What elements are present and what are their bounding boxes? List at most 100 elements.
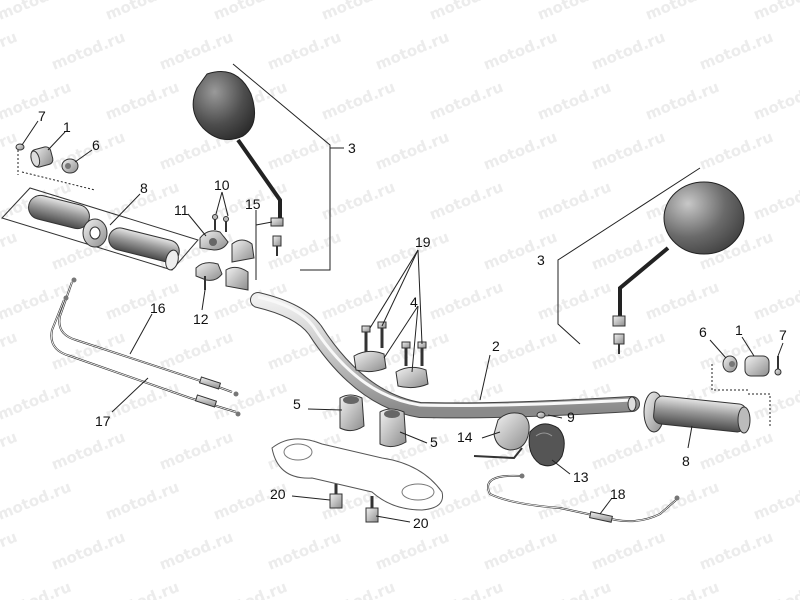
clamp-block-left-upper [231,239,255,263]
screw-9 [536,411,546,419]
screw-7-left [15,143,25,151]
callout-5-bottom: 5 [430,434,438,450]
callout-8-left: 8 [140,180,148,196]
callout-20-bottom: 20 [413,515,429,531]
watermark-text: motod.ru [0,28,20,74]
leader-lines [21,120,784,523]
callout-13: 13 [573,469,589,485]
watermark-text: motod.ru [373,128,452,174]
watermark-text: motod.ru [751,78,800,124]
watermark-text: motod.ru [373,228,452,274]
watermark-text: motod.ru [589,228,668,274]
watermark-text: motod.ru [643,78,722,124]
watermark-text: motod.ru [481,228,560,274]
watermark-text: motod.ru [265,28,344,74]
callout-1-right: 1 [735,322,743,338]
callout-12: 12 [193,311,209,327]
watermark-text: motod.ru [49,128,128,174]
bar-end-weight-1-right [744,355,770,377]
watermark-text: motod.ru [103,78,182,124]
watermark-text: motod.ru [427,78,506,124]
spacer-6-right [722,355,738,373]
watermark-text: motod.ru [49,28,128,74]
watermark-text: motod.ru [49,428,128,474]
watermark-text: motod.ru [535,278,614,324]
mirror-3-left [192,71,282,218]
callout-3-left: 3 [348,140,356,156]
clamp-block-left-lower [225,266,249,291]
risers-5 [339,394,407,448]
watermark-text: motod.ru [427,278,506,324]
watermark-text: motod.ru [103,278,182,324]
callout-7-left: 7 [38,108,46,124]
watermark-text: motod.ru [103,478,182,524]
callout-1-left: 1 [63,119,71,135]
screws-10 [212,214,229,232]
callout-8-right: 8 [682,453,690,469]
spacer-6-left [61,158,79,174]
watermark-text: motod.ru [319,0,398,24]
callout-3-right: 3 [537,252,545,268]
grip-8-left [1,187,199,271]
mirror-3-right [612,181,745,354]
callout-11: 11 [174,202,189,218]
watermark-text: motod.ru [697,528,776,574]
watermark-text: motod.ru [211,0,290,24]
watermark-text: motod.ru [0,328,20,374]
watermark-text: motod.ru [589,528,668,574]
watermark-text: motod.ru [427,178,506,224]
watermark-text: motod.ru [373,528,452,574]
callout-15: 15 [245,196,261,212]
callout-7-right: 7 [779,327,787,343]
watermark-text: motod.ru [535,578,614,600]
callout-6-right: 6 [699,324,707,340]
watermark-text: motod.ru [265,528,344,574]
watermark-text: motod.ru [643,278,722,324]
watermark-text: motod.ru [157,28,236,74]
watermark-text: motod.ru [751,378,800,424]
top-yoke [271,438,444,511]
callout-labels: 7 1 6 8 10 11 15 12 3 16 17 19 4 2 5 5 9… [38,108,787,531]
watermark-text: motod.ru [49,328,128,374]
callout-10: 10 [214,177,230,193]
callout-9: 9 [567,409,575,425]
watermark-text: motod.ru [157,428,236,474]
watermark-text: motod.ru [265,128,344,174]
watermark-text: motod.ru [589,428,668,474]
watermark-text: motod.ru [0,78,74,124]
watermark-text: motod.ru [751,578,800,600]
watermark-text: motod.ru [589,328,668,374]
watermark-text: motod.ru [643,0,722,24]
watermark-text: motod.ru [0,128,20,174]
watermark-text: motod.ru [49,528,128,574]
screw-7-right [774,356,782,376]
watermark-text: motod.ru [751,0,800,24]
watermark-text: motod.ru [373,28,452,74]
watermark-text: motod.ru [0,578,74,600]
watermark-text: motod.ru [211,378,290,424]
watermark-text: motod.ru [697,28,776,74]
clamp-11 [199,230,229,251]
callout-16: 16 [150,300,166,316]
watermark-text: motod.ru [103,378,182,424]
watermark-text: motod.ru [319,78,398,124]
handlebar-2 [250,292,640,419]
watermark-text: motod.ru [103,0,182,24]
callout-19: 19 [415,234,431,250]
watermark-text: motod.ru [751,278,800,324]
callout-5-top: 5 [293,396,301,412]
watermark-text: motod.ru [0,378,74,424]
watermark-text: motod.ru [427,578,506,600]
watermark-text: motod.ru [481,128,560,174]
callout-18: 18 [610,486,626,502]
grip-8-right [643,391,751,434]
callout-2: 2 [492,338,500,354]
watermark-text: motod.ru [697,128,776,174]
clamp-12 [195,262,223,290]
bar-end-weight-1-left [30,146,54,168]
watermark-text: motod.ru [535,0,614,24]
watermark-text: motod.ru [481,528,560,574]
fitting-15 [270,217,284,256]
